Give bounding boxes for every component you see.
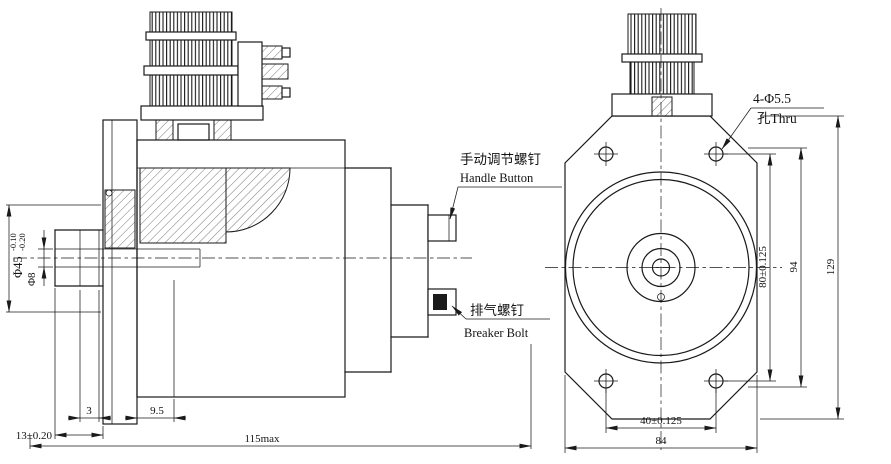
dim-phi45-text: Φ45	[11, 256, 25, 278]
mounting-hole	[704, 142, 728, 166]
dimension-94: 94	[748, 147, 807, 388]
front-view: 4-Φ5.5 孔Thru 80±0.125 94	[545, 8, 844, 453]
label-breaker-bolt-en: Breaker Bolt	[464, 326, 529, 340]
front-coil-connector	[611, 13, 713, 117]
label-holes: 4-Φ5.5	[753, 91, 791, 106]
holes-callout: 4-Φ5.5 孔Thru	[721, 91, 824, 150]
label-handle-button-en: Handle Button	[460, 171, 534, 185]
main-body	[136, 139, 346, 398]
dim-phi8-text: Φ8	[26, 272, 38, 286]
dimension-129: 129	[760, 115, 844, 420]
side-view-section: Φ45 -0.10 -0.20 Φ8	[6, 11, 562, 449]
solenoid-body-outline	[54, 119, 457, 425]
mounting-flange	[102, 119, 138, 425]
dim-80-text: 80±0.125	[757, 246, 769, 288]
label-holes-thru: 孔Thru	[757, 111, 797, 126]
dimension-3: 3	[68, 290, 111, 422]
pole-piece-hatch	[225, 167, 291, 233]
dim-9-5-text: 9.5	[150, 405, 164, 417]
coil-connector-assembly	[140, 11, 291, 141]
dimension-115: 115max	[29, 344, 532, 449]
dimension-13: 13±0.20	[16, 288, 104, 442]
dimension-80: 80±0.125	[724, 153, 776, 382]
dim-40-text: 40±0.125	[640, 415, 682, 427]
dim-13-text: 13±0.20	[16, 430, 53, 442]
flange-section-hatch	[104, 189, 136, 249]
dim-3-text: 3	[86, 405, 92, 417]
plunger-tube	[54, 229, 104, 287]
flange-bolt-hole	[105, 189, 113, 197]
dim-115-text: 115max	[244, 433, 280, 445]
label-breaker-bolt-cn: 排气螺钉	[470, 303, 524, 318]
handle-button-callout: 手动调节螺钉 Handle Button	[449, 152, 562, 220]
dim-phi45-tol-upper: -0.10	[8, 233, 18, 251]
front-view-dimensions: 80±0.125 94 129	[564, 115, 844, 453]
dim-phi45-tol-lower: -0.20	[17, 233, 27, 251]
label-handle-button-cn: 手动调节螺钉	[460, 152, 541, 167]
din-plug-body	[237, 41, 263, 107]
dimension-9-5: 9.5	[125, 399, 186, 422]
dimension-phi45: Φ45 -0.10 -0.20	[6, 204, 101, 313]
breaker-bolt-screw	[427, 288, 457, 316]
dim-84-text: 84	[656, 435, 668, 447]
dimension-40: 40±0.125	[605, 389, 717, 433]
coil-section-hatch	[139, 167, 227, 244]
breaker-bolt-callout: 排气螺钉 Breaker Bolt	[451, 303, 550, 340]
mounting-hole	[594, 142, 618, 166]
side-view-dimensions: Φ45 -0.10 -0.20 Φ8	[6, 204, 532, 449]
dimension-84: 84	[564, 375, 758, 453]
dim-129-text: 129	[825, 258, 837, 275]
dim-94-text: 94	[788, 261, 800, 273]
mounting-hole	[704, 369, 728, 393]
handle-button-screw	[427, 214, 457, 242]
mounting-holes	[594, 142, 728, 393]
dimension-phi8: Φ8	[26, 230, 53, 286]
mounting-hole	[594, 369, 618, 393]
